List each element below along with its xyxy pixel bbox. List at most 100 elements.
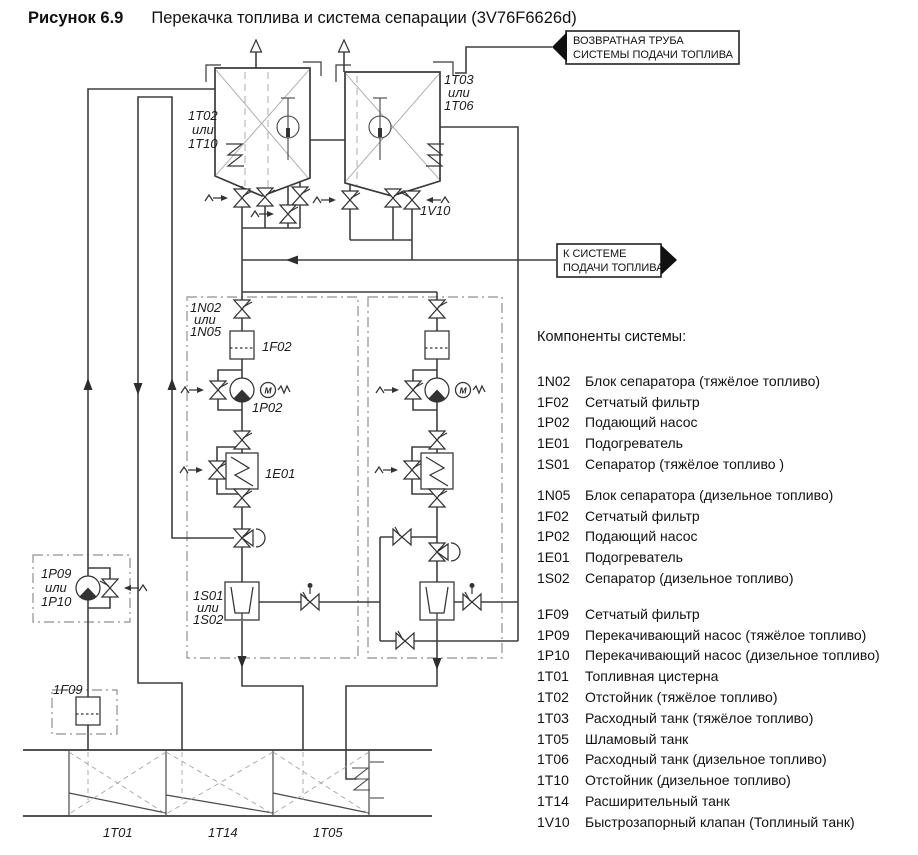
component-code: 1P02 — [537, 528, 570, 545]
valve-icon — [395, 630, 415, 650]
component-code: 1S01 — [537, 455, 570, 472]
component-name: Расходный танк (тяжёлое топливо) — [585, 709, 814, 726]
strainer-label: 1F02 — [262, 339, 292, 354]
legend-row: 1F02 Сетчатый фильтр — [537, 392, 913, 413]
valve-icon — [375, 461, 422, 479]
callout-text: К СИСТЕМЕ — [563, 248, 626, 260]
three-way-valve-icon — [234, 529, 265, 547]
three-way-valve-icon — [429, 543, 460, 561]
component-name: Подающий насос — [585, 414, 698, 431]
legend-row: 1P02 Подающий насос — [537, 526, 913, 547]
feed-pump-label: 1P02 — [252, 400, 283, 415]
valve-icon — [256, 187, 276, 207]
component-name: Шламовый танк — [585, 730, 689, 747]
dashed-unit-boxes — [32, 296, 503, 735]
valve-icon — [428, 299, 448, 319]
day-tank-label: или — [448, 85, 470, 100]
component-code: 1F09 — [537, 605, 569, 622]
component-name: Блок сепаратора (тяжёлое топливо) — [585, 372, 821, 389]
transfer-pump-label: или — [45, 580, 67, 595]
sludge-valve-icon — [301, 583, 319, 610]
transfer-pump-box — [32, 554, 131, 623]
figure-number: Рисунок 6.9 — [28, 9, 124, 27]
valve-icon — [428, 430, 448, 450]
tank-1t14-label: 1T14 — [208, 825, 238, 840]
component-name: Подогреватель — [585, 549, 683, 566]
legend-row: 1T05 Шламовый танк — [537, 729, 913, 750]
component-name: Перекачивающий насос (дизельное топливо) — [585, 647, 880, 664]
flow-arrow-left-icon — [286, 255, 298, 265]
flow-arrow-up-icon — [167, 378, 177, 390]
relief-valve-icon — [376, 381, 423, 399]
tank-heating-coil-icon — [425, 143, 445, 167]
motor-icon — [259, 381, 291, 399]
flow-arrow-up-icon — [83, 378, 93, 390]
component-name: Расходный танк (дизельное топливо) — [585, 751, 827, 768]
strainer-icon — [229, 330, 255, 360]
component-code: 1F02 — [537, 507, 569, 524]
relief-valve-icon — [100, 579, 147, 597]
component-code: 1T14 — [537, 792, 569, 809]
callout-to-supply: К СИСТЕМЕ ПОДАЧИ ТОПЛИВА — [556, 243, 677, 278]
heater-icon — [420, 452, 454, 490]
relief-valve-icon — [181, 381, 228, 399]
motor-icon — [454, 381, 486, 399]
callout-arrow-right-icon — [661, 245, 677, 275]
component-name: Подогреватель — [585, 435, 683, 452]
component-code: 1T03 — [537, 709, 569, 726]
transfer-strainer-box — [51, 689, 118, 735]
separator-icon — [419, 581, 455, 621]
flow-arrow-down-icon — [432, 658, 442, 670]
valve-icon — [233, 430, 253, 450]
component-name: Сетчатый фильтр — [585, 393, 700, 410]
valve-icon — [313, 191, 360, 209]
callout-return-pipe: ВОЗВРАТНАЯ ТРУБА СИСТЕМЫ ПОДАЧИ ТОПЛИВА — [552, 30, 740, 65]
legend-row: 1P09 Перекачивающий насос (тяжёлое топлив… — [537, 625, 913, 646]
component-name: Сепаратор (тяжёлое топливо ) — [585, 455, 785, 472]
settling-tank-1t02 — [205, 61, 322, 197]
separator-unit-label: 1N02 — [190, 300, 222, 315]
separator-unit-label: 1N05 — [190, 324, 222, 339]
settling-tank-label: 1T10 — [188, 136, 218, 151]
bottom-tanks — [23, 749, 432, 817]
callout-text: СИСТЕМЫ ПОДАЧИ ТОПЛИВА — [573, 49, 734, 61]
component-name: Блок сепаратора (дизельное топливо) — [585, 486, 834, 503]
tank-heating-coil-icon — [225, 143, 245, 167]
component-code: 1T05 — [537, 730, 569, 747]
feed-pump-icon — [424, 377, 450, 403]
component-name: Сетчатый фильтр — [585, 507, 700, 524]
component-code: 1T01 — [537, 668, 569, 685]
separator-label: 1S02 — [193, 612, 224, 627]
component-code: 1N02 — [537, 372, 571, 389]
component-code: 1V10 — [537, 813, 570, 830]
tank-1t01-label: 1T01 — [103, 825, 133, 840]
figure-caption: Перекачка топлива и система сепарации (3… — [151, 9, 577, 27]
component-name: Перекачивающий насос (тяжёлое топливо) — [585, 626, 867, 643]
valve-icon — [233, 299, 253, 319]
separator-label: или — [197, 600, 219, 615]
component-code: 1F02 — [537, 393, 569, 410]
separator-unit-box-left — [186, 296, 359, 659]
pipes — [87, 46, 556, 780]
component-name: Подающий насос — [585, 528, 698, 545]
sludge-valve-icon — [463, 583, 481, 610]
component-code: 1T02 — [537, 688, 569, 705]
transfer-pump-icon — [75, 575, 101, 601]
component-code: 1P09 — [537, 626, 570, 643]
tank-1t05-label: 1T05 — [313, 825, 343, 840]
legend-heading: Компоненты системы: — [537, 329, 687, 345]
day-tank-label: 1T03 — [444, 72, 474, 87]
legend-row: 1S01 Сепаратор (тяжёлое топливо ) — [537, 454, 913, 475]
